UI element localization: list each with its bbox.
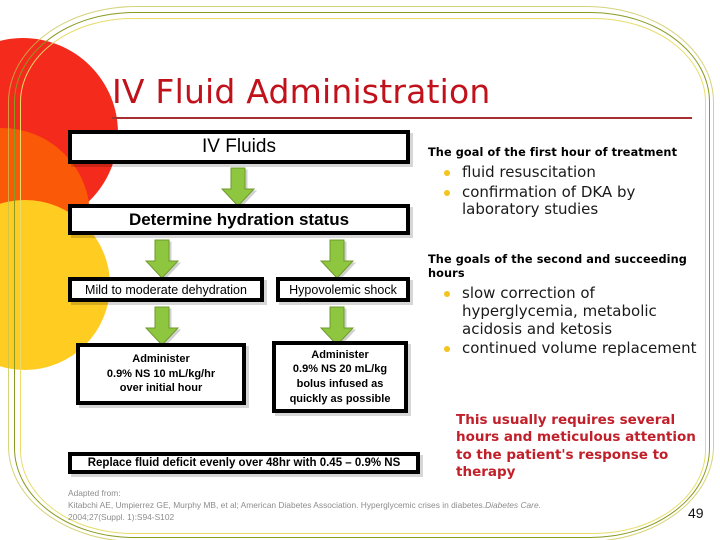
flow-box-iv-fluids: IV Fluids [68, 130, 410, 164]
flow-box-administer-left: Administer 0.9% NS 10 mL/kg/hr over init… [76, 343, 246, 405]
citation-block: Adapted from: Kitabchi AE, Umpierrez GE,… [68, 487, 668, 524]
goals-succeeding-hours-block: The goals of the second and succeeding h… [428, 253, 700, 360]
arrow-down-icon [320, 239, 354, 279]
goals-first-hour-block: The goal of the first hour of treatment … [428, 146, 700, 221]
list-item-label: slow correction of hyperglycemia, metabo… [462, 284, 657, 338]
goals-succeeding-hours-heading: The goals of the second and succeeding h… [428, 253, 687, 281]
flow-box-replace-fluid-deficit: Replace fluid deficit evenly over 48hr w… [68, 452, 420, 474]
bullet-icon [444, 346, 450, 353]
arrow-down-icon [221, 167, 255, 207]
flow-box-label: Mild to moderate dehydration [85, 282, 247, 297]
list-item-label: confirmation of DKA by laboratory studie… [462, 182, 636, 219]
arrow-down-icon [145, 239, 179, 279]
flow-box-label: Determine hydration status [128, 209, 350, 229]
flow-box-line: over initial hour [119, 382, 203, 395]
bullet-icon [444, 291, 450, 298]
flow-box-line: 0.9% NS 10 mL/kg/hr [106, 367, 216, 380]
flow-box-label: Replace fluid deficit evenly over 48hr w… [87, 457, 401, 469]
flow-box-line: bolus infused as [296, 378, 384, 390]
flow-box-determine-hydration-status: Determine hydration status [68, 204, 410, 235]
goals-succeeding-hours-list: slow correction of hyperglycemia, metabo… [428, 284, 700, 358]
arrow-down-icon [145, 306, 179, 346]
flow-box-label: IV Fluids [202, 136, 276, 157]
flow-box-line: Administer [311, 348, 369, 361]
citation-authors: Kitabchi AE, Umpierrez GE, Murphy MB, et… [68, 500, 486, 511]
citation-lead: Adapted from: [68, 488, 121, 498]
flow-box-label: Hypovolemic shock [289, 282, 397, 297]
list-item: fluid resuscitation [428, 163, 700, 182]
bullet-icon [444, 189, 450, 196]
title-underline [112, 117, 692, 119]
citation-line-2: 2004;27(Suppl. 1):S94-S102 [68, 512, 175, 523]
goals-first-hour-list: fluid resuscitation confirmation of DKA … [428, 163, 700, 219]
emphasis-note: This usually requires several hours and … [456, 412, 696, 480]
list-item: slow correction of hyperglycemia, metabo… [428, 284, 700, 338]
arrow-down-icon [320, 306, 354, 346]
list-item-label: continued volume replacement [462, 339, 697, 358]
flow-box-hypovolemic-shock: Hypovolemic shock [276, 277, 410, 302]
list-item-label: fluid resuscitation [462, 163, 596, 182]
flow-box-line: quickly as possible [289, 392, 391, 405]
citation-line-1: Kitabchi AE, Umpierrez GE, Murphy MB, et… [68, 499, 668, 511]
goals-first-hour-heading: The goal of the first hour of treatment [428, 146, 678, 159]
flow-box-line: Administer [132, 353, 190, 366]
flow-box-line: 0.9% NS 20 mL/kg [292, 363, 388, 376]
list-item: continued volume replacement [428, 339, 700, 358]
bullet-icon [444, 170, 450, 177]
flow-box-mild-to-moderate-dehydration: Mild to moderate dehydration [68, 277, 264, 302]
page-title: IV Fluid Administration [112, 72, 491, 111]
citation-journal: Diabetes Care. [485, 500, 541, 511]
list-item: confirmation of DKA by laboratory studie… [428, 182, 700, 219]
flow-box-administer-right: Administer 0.9% NS 20 mL/kg bolus infuse… [272, 341, 408, 413]
page-number: 49 [688, 505, 704, 521]
